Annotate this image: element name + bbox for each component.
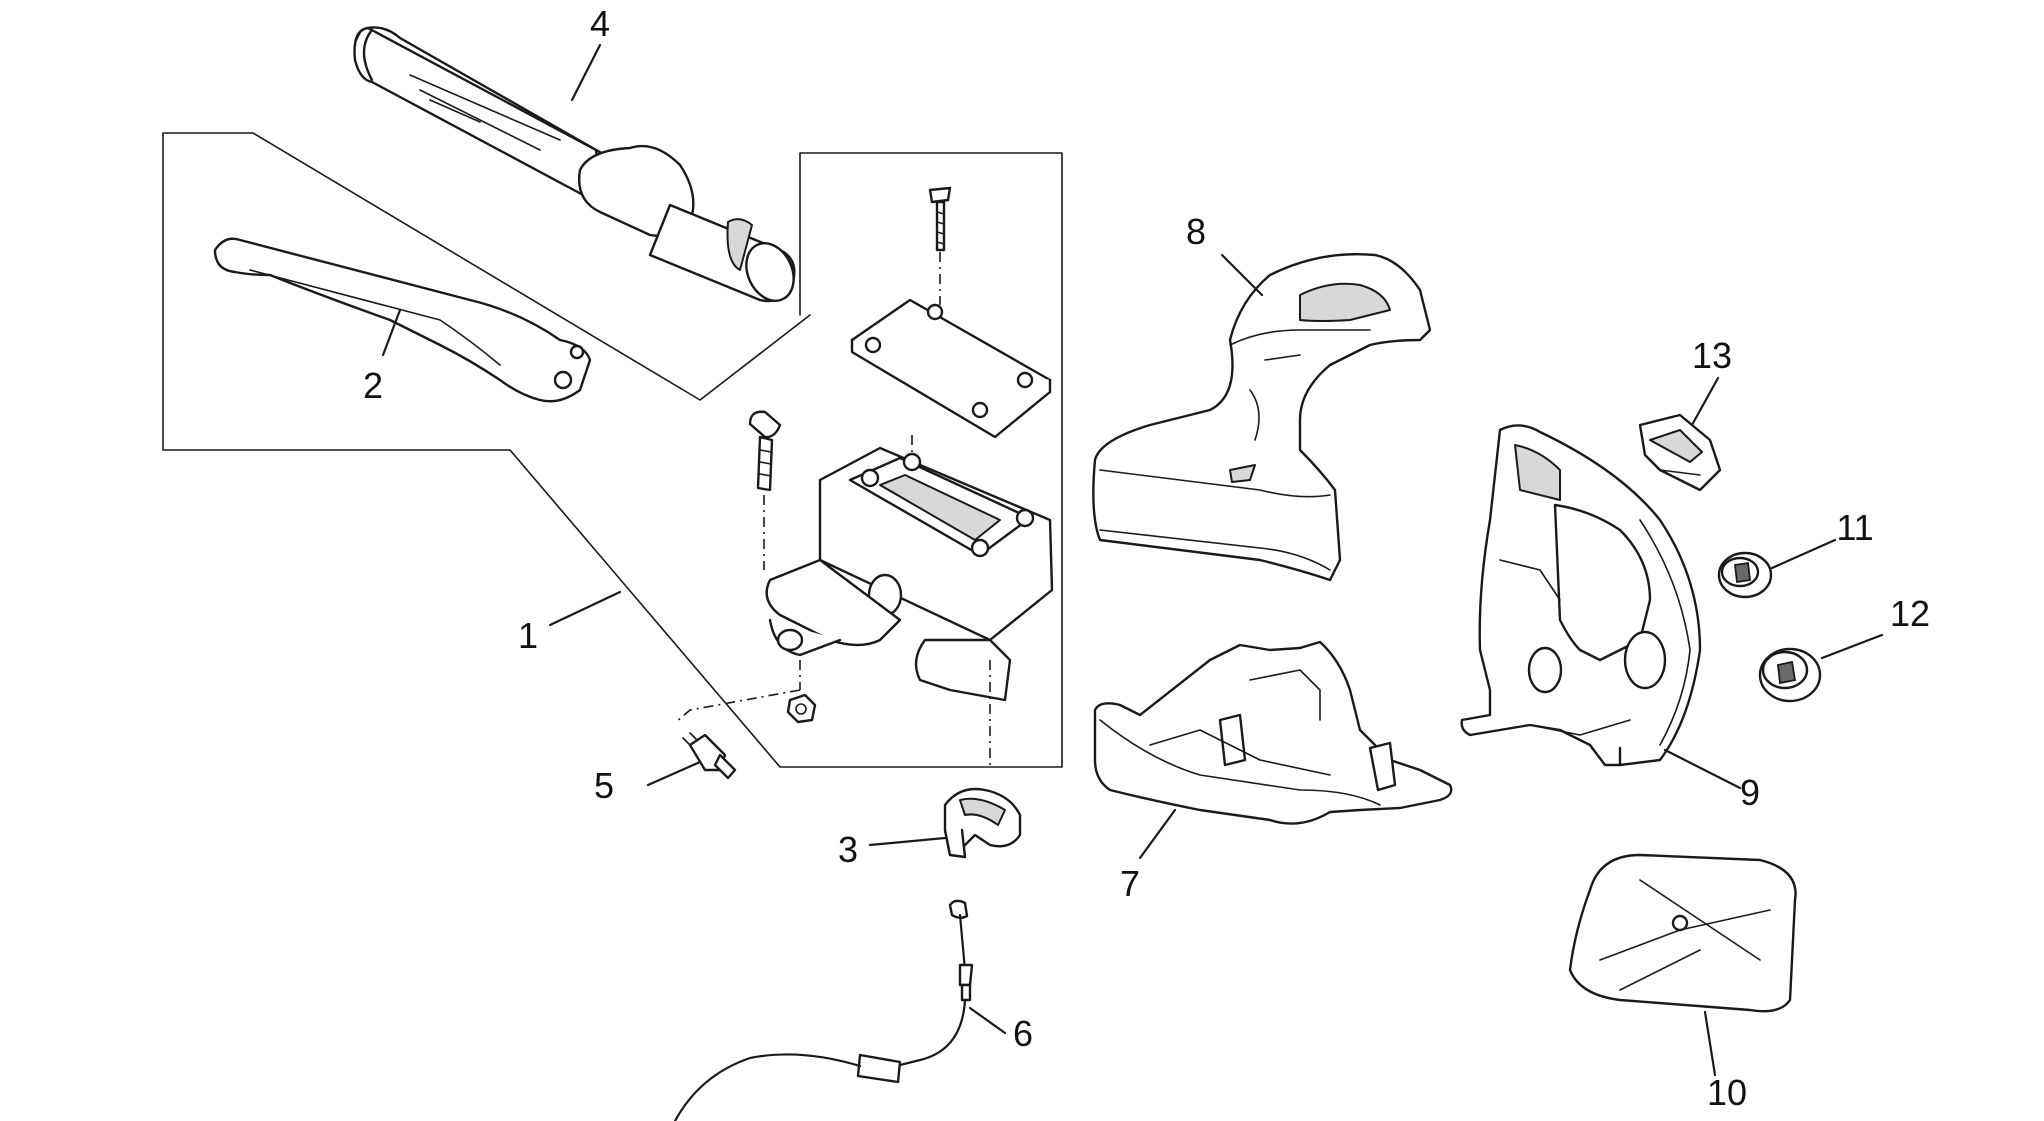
part-4-grip — [353, 26, 796, 303]
part-13-switch-button — [1638, 413, 1722, 492]
leader-2 — [381, 308, 402, 357]
leader-12 — [1820, 633, 1884, 660]
callout-2: 2 — [363, 365, 383, 406]
part-10-protective-cover — [1568, 853, 1797, 1013]
leader-4 — [570, 43, 602, 102]
part-3-handlebar-clamp — [943, 787, 1022, 859]
callout-7: 7 — [1120, 863, 1140, 904]
part-8-upper-switch-housing — [1092, 252, 1432, 582]
part-1-master-cylinder — [675, 186, 1054, 765]
callout-6: 6 — [1013, 1013, 1033, 1054]
callout-5: 5 — [594, 765, 614, 806]
part-2-brake-lever — [213, 237, 592, 403]
callout-13: 13 — [1692, 335, 1732, 376]
part-11-button — [1717, 551, 1773, 599]
part-6-switch-cable — [673, 899, 974, 1121]
leader-10 — [1703, 1010, 1717, 1077]
part-5-stop-switch — [682, 732, 737, 780]
callout-12: 12 — [1890, 593, 1930, 634]
part-12-button — [1758, 647, 1822, 703]
callout-11: 11 — [1836, 507, 1873, 548]
callout-8: 8 — [1186, 211, 1206, 252]
leader-11 — [1770, 538, 1837, 570]
callout-9: 9 — [1740, 772, 1760, 813]
callout-4: 4 — [590, 3, 610, 44]
leader-7 — [1138, 808, 1177, 860]
callout-10: 10 — [1707, 1072, 1747, 1113]
assembly-outline-left — [162, 132, 1063, 768]
part-7-lower-switch-housing — [1093, 640, 1453, 825]
leader-8 — [1220, 253, 1264, 297]
leader-3 — [868, 836, 947, 847]
leader-13 — [1690, 376, 1720, 427]
leader-6 — [968, 1006, 1007, 1035]
leader-1 — [548, 590, 622, 627]
part-9-switch-body — [1460, 424, 1702, 767]
leader-5 — [646, 760, 702, 787]
callout-3: 3 — [838, 829, 858, 870]
callout-1: 1 — [518, 615, 538, 656]
leader-9 — [1663, 748, 1742, 790]
